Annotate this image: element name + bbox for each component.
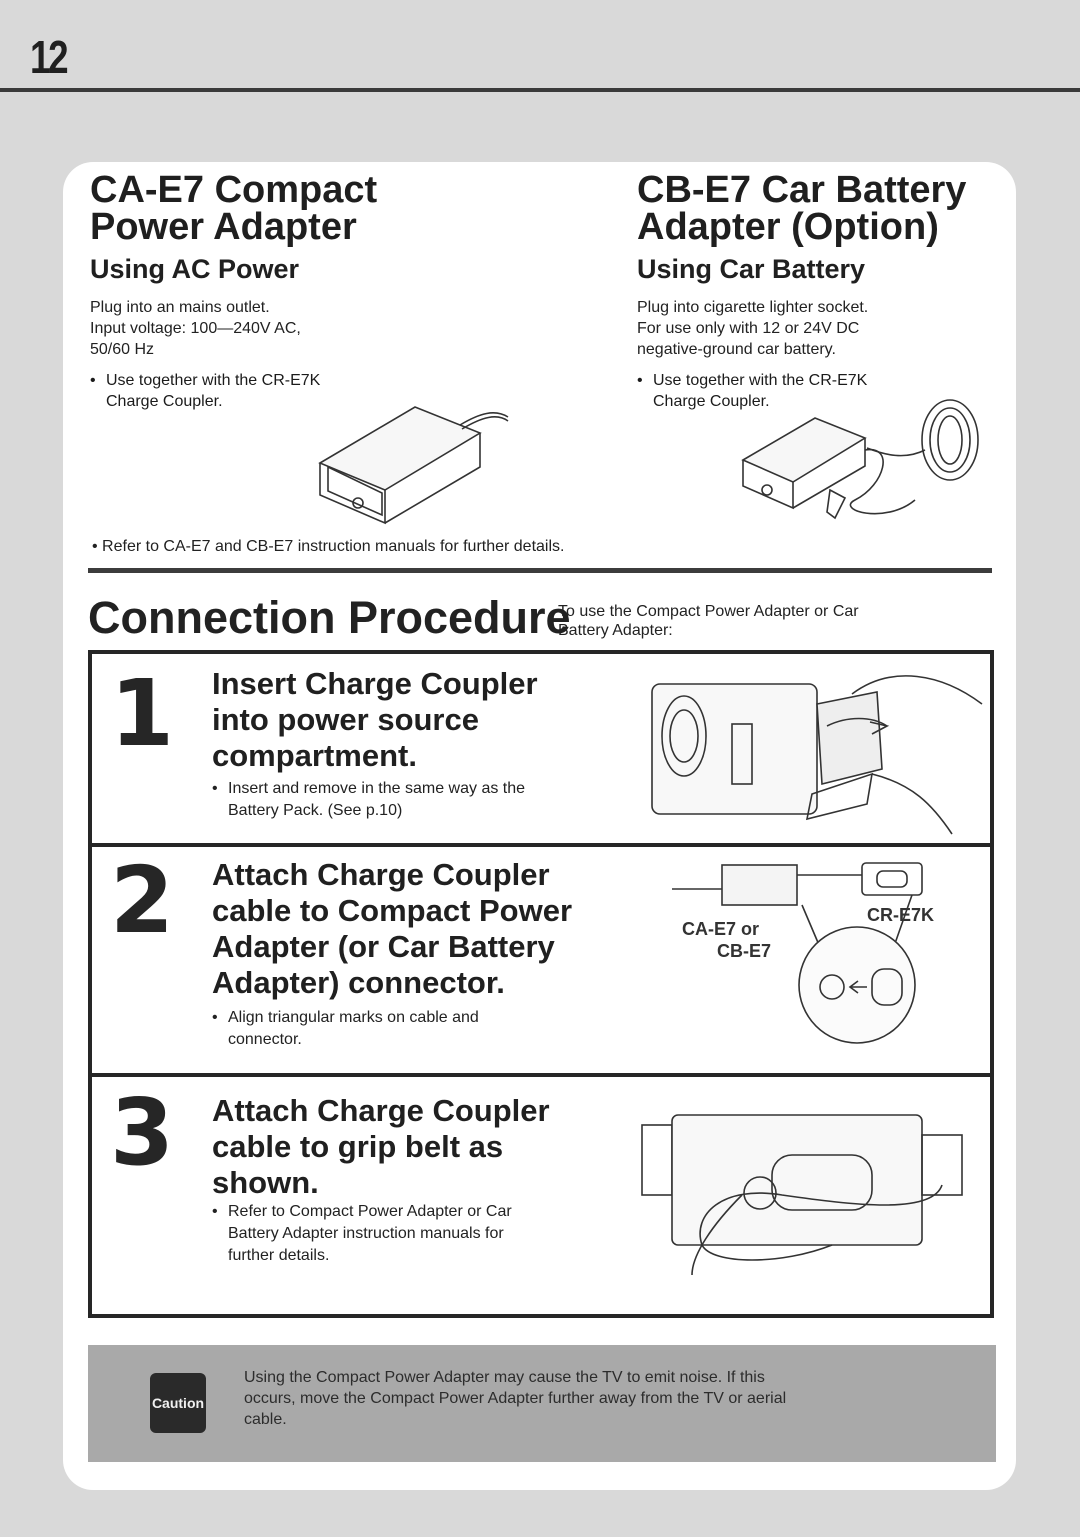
connector-diagram: CA-E7 or CB-E7 CR-E7K <box>672 862 934 1044</box>
step-number: 2 <box>110 847 175 954</box>
top-rule <box>0 88 1080 92</box>
cb-e7-title-line1: CB-E7 Car Battery <box>637 169 967 211</box>
step-title: Insert Charge Coupler into power source … <box>212 666 538 773</box>
step-note-text: Insert and remove in the same way as the… <box>228 780 526 819</box>
bullet-dot: • <box>637 372 643 389</box>
connection-procedure-subtitle: To use the Compact Power Adapter or Car … <box>558 603 859 639</box>
ca-e7-title-line2: Power Adapter <box>90 206 357 248</box>
step-title: Attach Charge Coupler cable to grip belt… <box>212 1093 550 1200</box>
step-number: 1 <box>110 660 175 767</box>
bullet-dot: • <box>90 372 96 389</box>
step-note-text: Align triangular marks on cable and conn… <box>228 1009 479 1048</box>
ca-e7-body: Plug into an mains outlet. Input voltage… <box>90 299 301 358</box>
ca-e7-bullet-text: Use together with the CR-E7K Charge Coup… <box>106 372 321 410</box>
steps-frame: 1 Insert Charge Coupler into power sourc… <box>88 650 994 1318</box>
cb-e7-bullet-text: Use together with the CR-E7K Charge Coup… <box>653 372 868 410</box>
label-adapter: CA-E7 or <box>682 919 759 939</box>
cb-e7-bullet: • Use together with the CR-E7K Charge Co… <box>637 370 1007 412</box>
camcorder-insert-illustration <box>651 675 983 835</box>
connection-procedure-title: Connection Procedure <box>88 592 571 643</box>
caution-badge: Caution <box>150 1373 206 1433</box>
bullet-dot: • <box>212 780 218 797</box>
compact-power-adapter-illustration <box>318 406 509 525</box>
ca-e7-bullet: • Use together with the CR-E7K Charge Co… <box>90 370 490 412</box>
step-3: 3 Attach Charge Coupler cable to grip be… <box>92 1077 990 1314</box>
ca-e7-subtitle: Using AC Power <box>90 254 300 284</box>
label-adapter-2: CB-E7 <box>717 941 771 961</box>
caution-text: Using the Compact Power Adapter may caus… <box>244 1369 787 1428</box>
step-note: • Insert and remove in the same way as th… <box>212 778 612 822</box>
step-note: • Refer to Compact Power Adapter or Car B… <box>212 1201 612 1267</box>
step-2: 2 Attach Charge Coupler cable to Compact… <box>92 847 990 1077</box>
refer-note-text: Refer to CA-E7 and CB-E7 instruction man… <box>102 538 565 555</box>
car-battery-adapter-illustration <box>741 399 979 520</box>
cb-e7-title-line2: Adapter (Option) <box>637 206 939 248</box>
bullet-dot: • <box>212 1009 218 1026</box>
ca-e7-title-line1: CA-E7 Compact <box>90 169 378 211</box>
bullet-dot: • <box>92 538 103 555</box>
step-title: Attach Charge Coupler cable to Compact P… <box>212 857 573 1000</box>
bullet-dot: • <box>212 1203 218 1220</box>
page-number: 12 <box>30 31 69 83</box>
step-number: 3 <box>110 1079 175 1186</box>
caution-box: Caution Using the Compact Power Adapter … <box>88 1345 996 1462</box>
camcorder-grip-illustration <box>641 1114 963 1275</box>
refer-note: • Refer to CA-E7 and CB-E7 instruction m… <box>92 538 564 556</box>
cb-e7-subtitle: Using Car Battery <box>637 254 866 284</box>
label-coupler: CR-E7K <box>867 905 934 925</box>
step-1: 1 Insert Charge Coupler into power sourc… <box>92 654 990 847</box>
step-note-text: Refer to Compact Power Adapter or Car Ba… <box>228 1203 512 1264</box>
ca-e7-section: CA-E7 Compact Power Adapter Using AC Pow… <box>90 169 490 412</box>
section-divider <box>88 568 992 573</box>
cb-e7-body: Plug into cigarette lighter socket. For … <box>637 299 869 358</box>
cb-e7-section: CB-E7 Car Battery Adapter (Option) Using… <box>637 169 1007 412</box>
step-note: • Align triangular marks on cable and con… <box>212 1007 612 1051</box>
